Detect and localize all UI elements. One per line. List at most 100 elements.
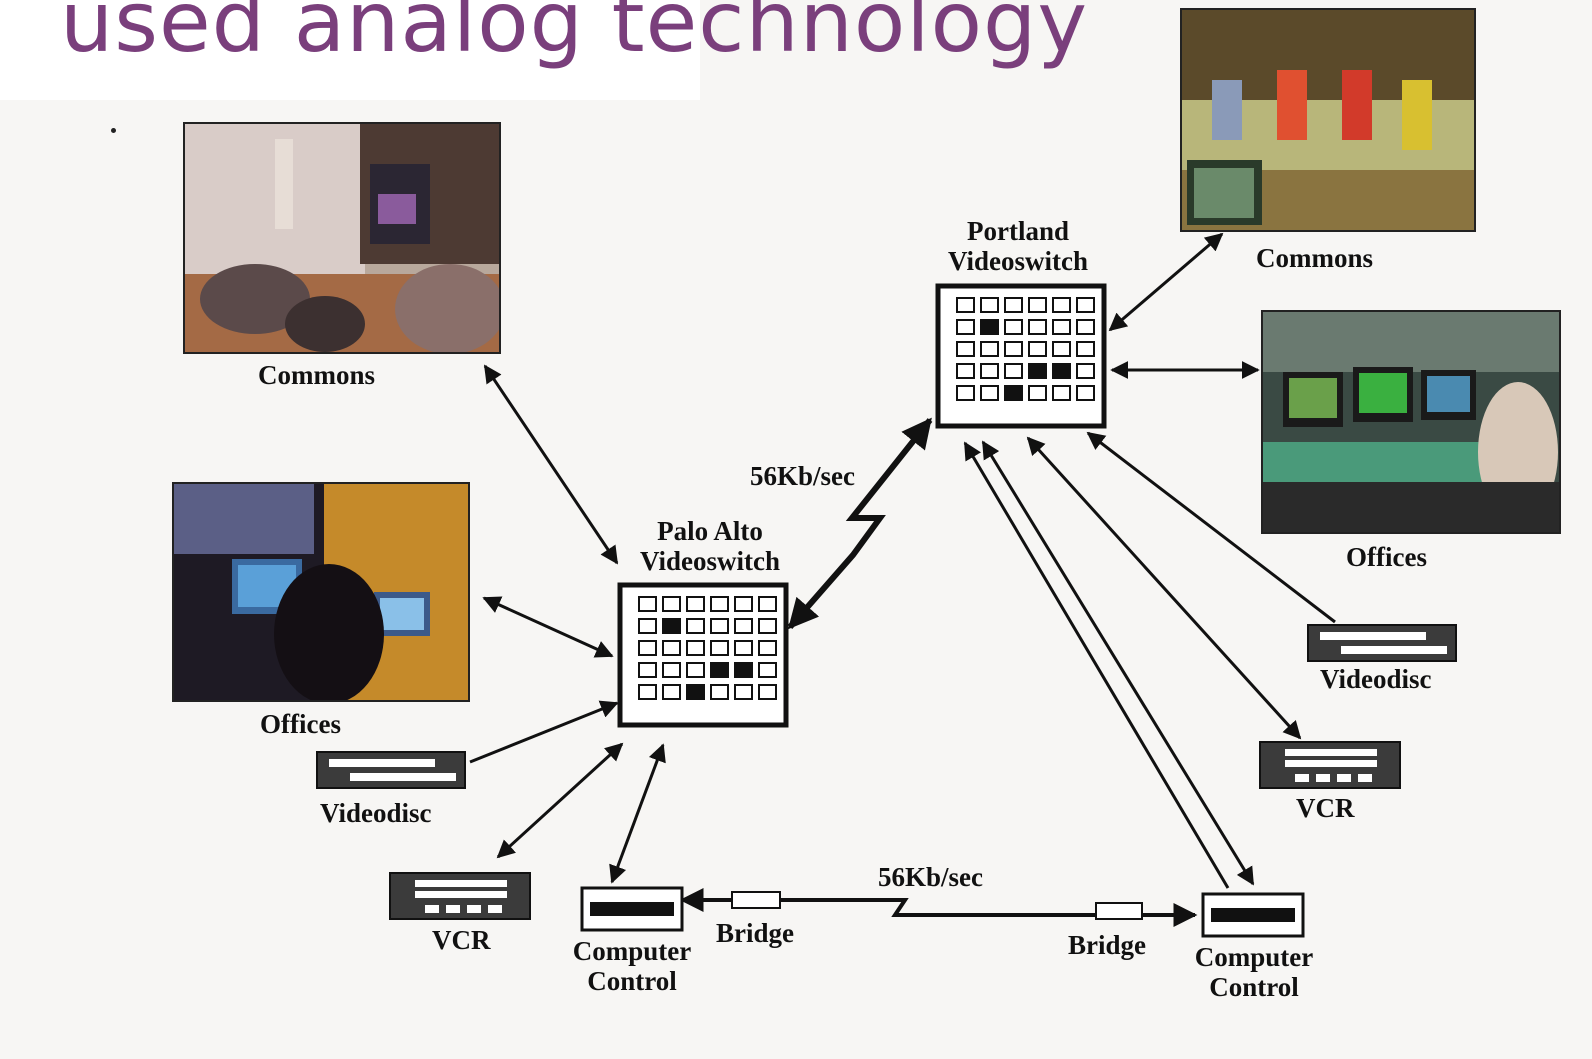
switch-cell [758, 662, 777, 678]
switch-cell [638, 640, 657, 656]
commons-right-label: Commons [1256, 243, 1374, 273]
switch-cell [980, 385, 999, 401]
switch-cell [956, 341, 975, 357]
commons-photo-right-image [1182, 10, 1474, 230]
videodisc-right-label: Videodisc [1320, 664, 1432, 694]
offices-photo-right-image [1263, 312, 1559, 532]
switch-cell [686, 618, 705, 634]
switch-cell [758, 684, 777, 700]
computer-control-right-device [1201, 892, 1305, 938]
bridge-right-label: Bridge [1068, 930, 1146, 960]
arrow-offices-left [482, 596, 614, 658]
offices-photo-left-image [174, 484, 468, 700]
switch-cell [1076, 363, 1095, 379]
link-computer-controls [679, 888, 1198, 927]
bridge-left-box [731, 891, 781, 909]
switch-cell [758, 640, 777, 656]
switch-cell [956, 297, 975, 313]
slide-title: used analog technology [60, 0, 1089, 71]
arrow-commons-left [483, 364, 619, 565]
switch-cell [734, 640, 753, 656]
switch-cell [1004, 297, 1023, 313]
switch-cell [1052, 297, 1071, 313]
switch-cell [1076, 385, 1095, 401]
switch-cell [710, 640, 729, 656]
switch-cell [710, 596, 729, 612]
switch-cell [1004, 341, 1023, 357]
switch-cell [686, 640, 705, 656]
switch-cell [1028, 341, 1047, 357]
switch-cell [686, 662, 705, 678]
commons-left-label: Commons [258, 360, 376, 390]
switch-cell [758, 618, 777, 634]
switch-cell [734, 618, 753, 634]
switch-cell [1052, 363, 1071, 379]
switch-cell [956, 385, 975, 401]
switch-cell [638, 596, 657, 612]
bullet-dot [111, 128, 116, 133]
arrow-commons-right [1108, 232, 1224, 332]
vcr-right-label: VCR [1296, 793, 1355, 823]
switch-cell [956, 319, 975, 335]
switch-cell [956, 363, 975, 379]
videodisc-right-device [1307, 624, 1457, 662]
switch-cell [1052, 385, 1071, 401]
link-speed-bottom-label: 56Kb/sec [878, 862, 983, 892]
switch-cell [734, 662, 753, 678]
vcr-right-device [1259, 741, 1401, 789]
switch-cell [638, 662, 657, 678]
switch-cell [1028, 319, 1047, 335]
switch-cell [1052, 341, 1071, 357]
switch-cell [980, 363, 999, 379]
commons-photo-left-image [185, 124, 499, 352]
commons-photo-right [1180, 8, 1476, 232]
title-background [0, 0, 700, 100]
switch-cell [662, 662, 681, 678]
offices-photo-left [172, 482, 470, 702]
computer-control-left-device [580, 886, 684, 932]
palo-alto-videoswitch [617, 582, 789, 728]
switch-cell [686, 596, 705, 612]
link-speed-top-label: 56Kb/sec [750, 461, 855, 491]
videodisc-left-device [316, 751, 466, 789]
portland-switch-label: Portland Videoswitch [948, 216, 1088, 276]
arrow-videodisc-left [469, 700, 619, 764]
bridge-right-box [1095, 902, 1143, 920]
arrow-vcr-left [496, 742, 624, 859]
switch-cell [686, 684, 705, 700]
switch-cell [1076, 297, 1095, 313]
switch-cell [662, 640, 681, 656]
videodisc-left-label: Videodisc [320, 798, 432, 828]
arrow-control-right-a [981, 440, 1255, 886]
switch-cell [710, 618, 729, 634]
arrow-control-left [609, 743, 666, 884]
palo-alto-switch-label: Palo Alto Videoswitch [640, 516, 780, 576]
arrow-videodisc-right [1086, 431, 1336, 624]
switch-cell [758, 596, 777, 612]
switch-cell [1028, 385, 1047, 401]
switch-cell [638, 618, 657, 634]
switch-cell [1076, 341, 1095, 357]
switch-cell [1052, 319, 1071, 335]
bridge-left-label: Bridge [716, 918, 794, 948]
switch-cell [980, 319, 999, 335]
arrow-vcr-right [1026, 436, 1302, 740]
vcr-left-label: VCR [432, 925, 491, 955]
switch-cell [1004, 385, 1023, 401]
switch-cell [662, 684, 681, 700]
vcr-left-device [389, 872, 531, 920]
switch-cell [662, 596, 681, 612]
commons-photo-left [183, 122, 501, 354]
computer-control-right-label: Computer Control [1194, 942, 1314, 1002]
switch-cell [710, 684, 729, 700]
switch-cell [1004, 363, 1023, 379]
switch-cell [734, 596, 753, 612]
switch-cell [638, 684, 657, 700]
switch-cell [710, 662, 729, 678]
switch-cell [1028, 363, 1047, 379]
offices-photo-right [1261, 310, 1561, 534]
switch-cell [980, 341, 999, 357]
link-switches [787, 417, 933, 630]
